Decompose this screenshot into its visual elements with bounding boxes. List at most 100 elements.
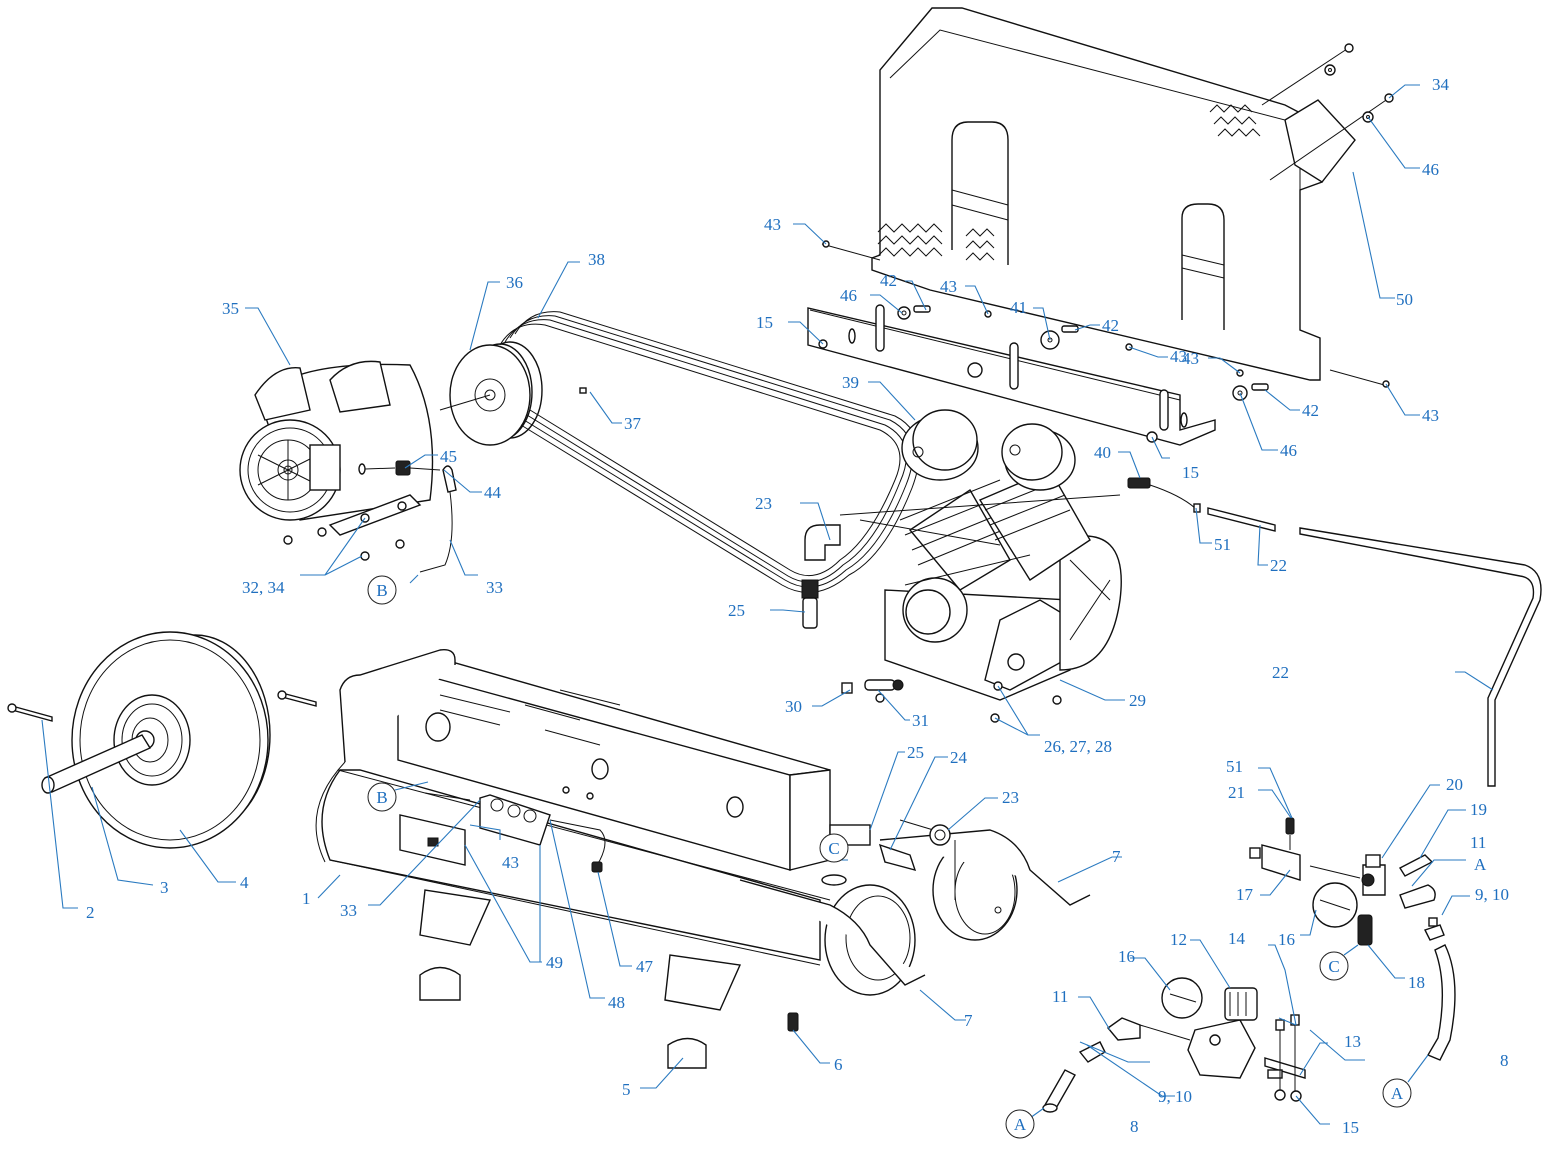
callout-11-left: 11 bbox=[1052, 987, 1068, 1006]
callout-21: 21 bbox=[1228, 783, 1245, 802]
ref-c-tank: C bbox=[819, 833, 849, 863]
regulator-assembly bbox=[1042, 977, 1306, 1113]
callout-4: 4 bbox=[240, 873, 249, 892]
ref-c-manifold: C bbox=[1319, 951, 1349, 981]
svg-text:A: A bbox=[1014, 1115, 1027, 1134]
callout-16-right: 16 bbox=[1278, 930, 1295, 949]
callout-23-tank: 23 bbox=[1002, 788, 1019, 807]
callout-8-left: 8 bbox=[1130, 1117, 1139, 1136]
ref-a-hose: A bbox=[1382, 1078, 1412, 1108]
callout-42-left: 42 bbox=[880, 271, 897, 290]
callout-46-left: 46 bbox=[840, 286, 857, 305]
callout-38: 38 bbox=[588, 250, 605, 269]
callout-7-rear: 7 bbox=[1112, 847, 1121, 866]
callout-43-tank: 43 bbox=[502, 853, 519, 872]
belt-guard-shroud bbox=[871, 7, 1356, 381]
air-tank-front bbox=[315, 761, 916, 1069]
callout-51-top: 51 bbox=[1214, 535, 1231, 554]
manifold-assembly bbox=[1249, 817, 1456, 1061]
callout-37: 37 bbox=[624, 414, 642, 433]
callout-43-bracket-right: 43 bbox=[1182, 349, 1199, 368]
compressor-pump bbox=[801, 409, 1122, 723]
leader-lines bbox=[41, 84, 1494, 1125]
callout-24: 24 bbox=[950, 748, 968, 767]
callout-11-right: 11 bbox=[1470, 833, 1486, 852]
belt-guard-bracket bbox=[807, 304, 1216, 446]
callout-3: 3 bbox=[160, 878, 169, 897]
callout-14: 14 bbox=[1228, 929, 1246, 948]
connection-references: B B C C A A bbox=[367, 575, 1412, 1139]
ref-a-regulator: A bbox=[1005, 1109, 1035, 1139]
callout-15-left: 15 bbox=[756, 313, 773, 332]
callout-33-motor: 33 bbox=[486, 578, 503, 597]
electrical-box bbox=[399, 786, 606, 873]
callout-20: 20 bbox=[1446, 775, 1463, 794]
callout-labels: 1 2 3 4 5 6 7 7 8 8 9, 10 9, 10 11 11 12… bbox=[86, 75, 1509, 1137]
callout-46-right: 46 bbox=[1280, 441, 1297, 460]
callout-30: 30 bbox=[785, 697, 802, 716]
motor-pulley bbox=[439, 341, 543, 446]
callout-22-right: 22 bbox=[1272, 663, 1289, 682]
callout-43-bracket-left: 43 bbox=[940, 277, 957, 296]
callout-44: 44 bbox=[484, 483, 502, 502]
callout-32-34: 32, 34 bbox=[242, 578, 285, 597]
callout-15-mid: 15 bbox=[1182, 463, 1199, 482]
callout-9-10-right: 9, 10 bbox=[1475, 885, 1509, 904]
callout-35: 35 bbox=[222, 299, 239, 318]
callout-A-label: A bbox=[1474, 855, 1487, 874]
callout-41: 41 bbox=[1010, 298, 1027, 317]
mesh-vent-right bbox=[1209, 104, 1261, 137]
callout-15-regulator: 15 bbox=[1342, 1118, 1359, 1137]
callout-12: 12 bbox=[1170, 930, 1187, 949]
callout-23-pump: 23 bbox=[755, 494, 772, 513]
callout-39: 39 bbox=[842, 373, 859, 392]
callout-43-bracket-mid: 43 bbox=[1170, 347, 1187, 366]
callout-2: 2 bbox=[86, 903, 95, 922]
wheel bbox=[7, 631, 317, 849]
callout-25-tank: 25 bbox=[907, 743, 924, 762]
callout-36: 36 bbox=[506, 273, 523, 292]
ref-b-tank: B bbox=[367, 782, 397, 812]
callout-7-front: 7 bbox=[964, 1011, 973, 1030]
svg-text:B: B bbox=[376, 788, 387, 807]
callout-5: 5 bbox=[622, 1080, 631, 1099]
electric-motor bbox=[239, 360, 434, 561]
frame-housing bbox=[339, 649, 1091, 986]
callout-48: 48 bbox=[608, 993, 625, 1012]
callout-47: 47 bbox=[636, 957, 654, 976]
svg-text:C: C bbox=[1328, 957, 1339, 976]
callout-42-right: 42 bbox=[1302, 401, 1319, 420]
callout-46-top: 46 bbox=[1422, 160, 1439, 179]
ref-b-motor: B bbox=[367, 575, 397, 605]
callout-43-shroud-right: 43 bbox=[1422, 406, 1439, 425]
callout-33-tank: 33 bbox=[340, 901, 357, 920]
drive-belts bbox=[499, 311, 920, 593]
callout-40: 40 bbox=[1094, 443, 1111, 462]
callout-8-right: 8 bbox=[1500, 1051, 1509, 1070]
mesh-vent-left bbox=[877, 223, 995, 261]
callout-17: 17 bbox=[1236, 885, 1254, 904]
svg-text:C: C bbox=[828, 839, 839, 858]
callout-19: 19 bbox=[1470, 800, 1487, 819]
callout-42-mid: 42 bbox=[1102, 316, 1119, 335]
svg-text:A: A bbox=[1391, 1084, 1404, 1103]
callout-31: 31 bbox=[912, 711, 929, 730]
callout-1: 1 bbox=[302, 889, 311, 908]
callout-26-27-28: 26, 27, 28 bbox=[1044, 737, 1112, 756]
callout-18: 18 bbox=[1408, 973, 1425, 992]
motor-cord-fitting bbox=[358, 460, 457, 573]
callout-6: 6 bbox=[834, 1055, 843, 1074]
callout-16-left: 16 bbox=[1118, 947, 1135, 966]
callout-49: 49 bbox=[546, 953, 563, 972]
discharge-tube bbox=[1127, 477, 1542, 787]
callout-25-pump: 25 bbox=[728, 601, 745, 620]
callout-29: 29 bbox=[1129, 691, 1146, 710]
callout-22-top: 22 bbox=[1270, 556, 1287, 575]
callout-45: 45 bbox=[440, 447, 457, 466]
callout-9-10-left: 9, 10 bbox=[1158, 1087, 1192, 1106]
callout-34: 34 bbox=[1432, 75, 1450, 94]
callout-50: 50 bbox=[1396, 290, 1413, 309]
svg-text:B: B bbox=[376, 581, 387, 600]
callout-13: 13 bbox=[1344, 1032, 1361, 1051]
